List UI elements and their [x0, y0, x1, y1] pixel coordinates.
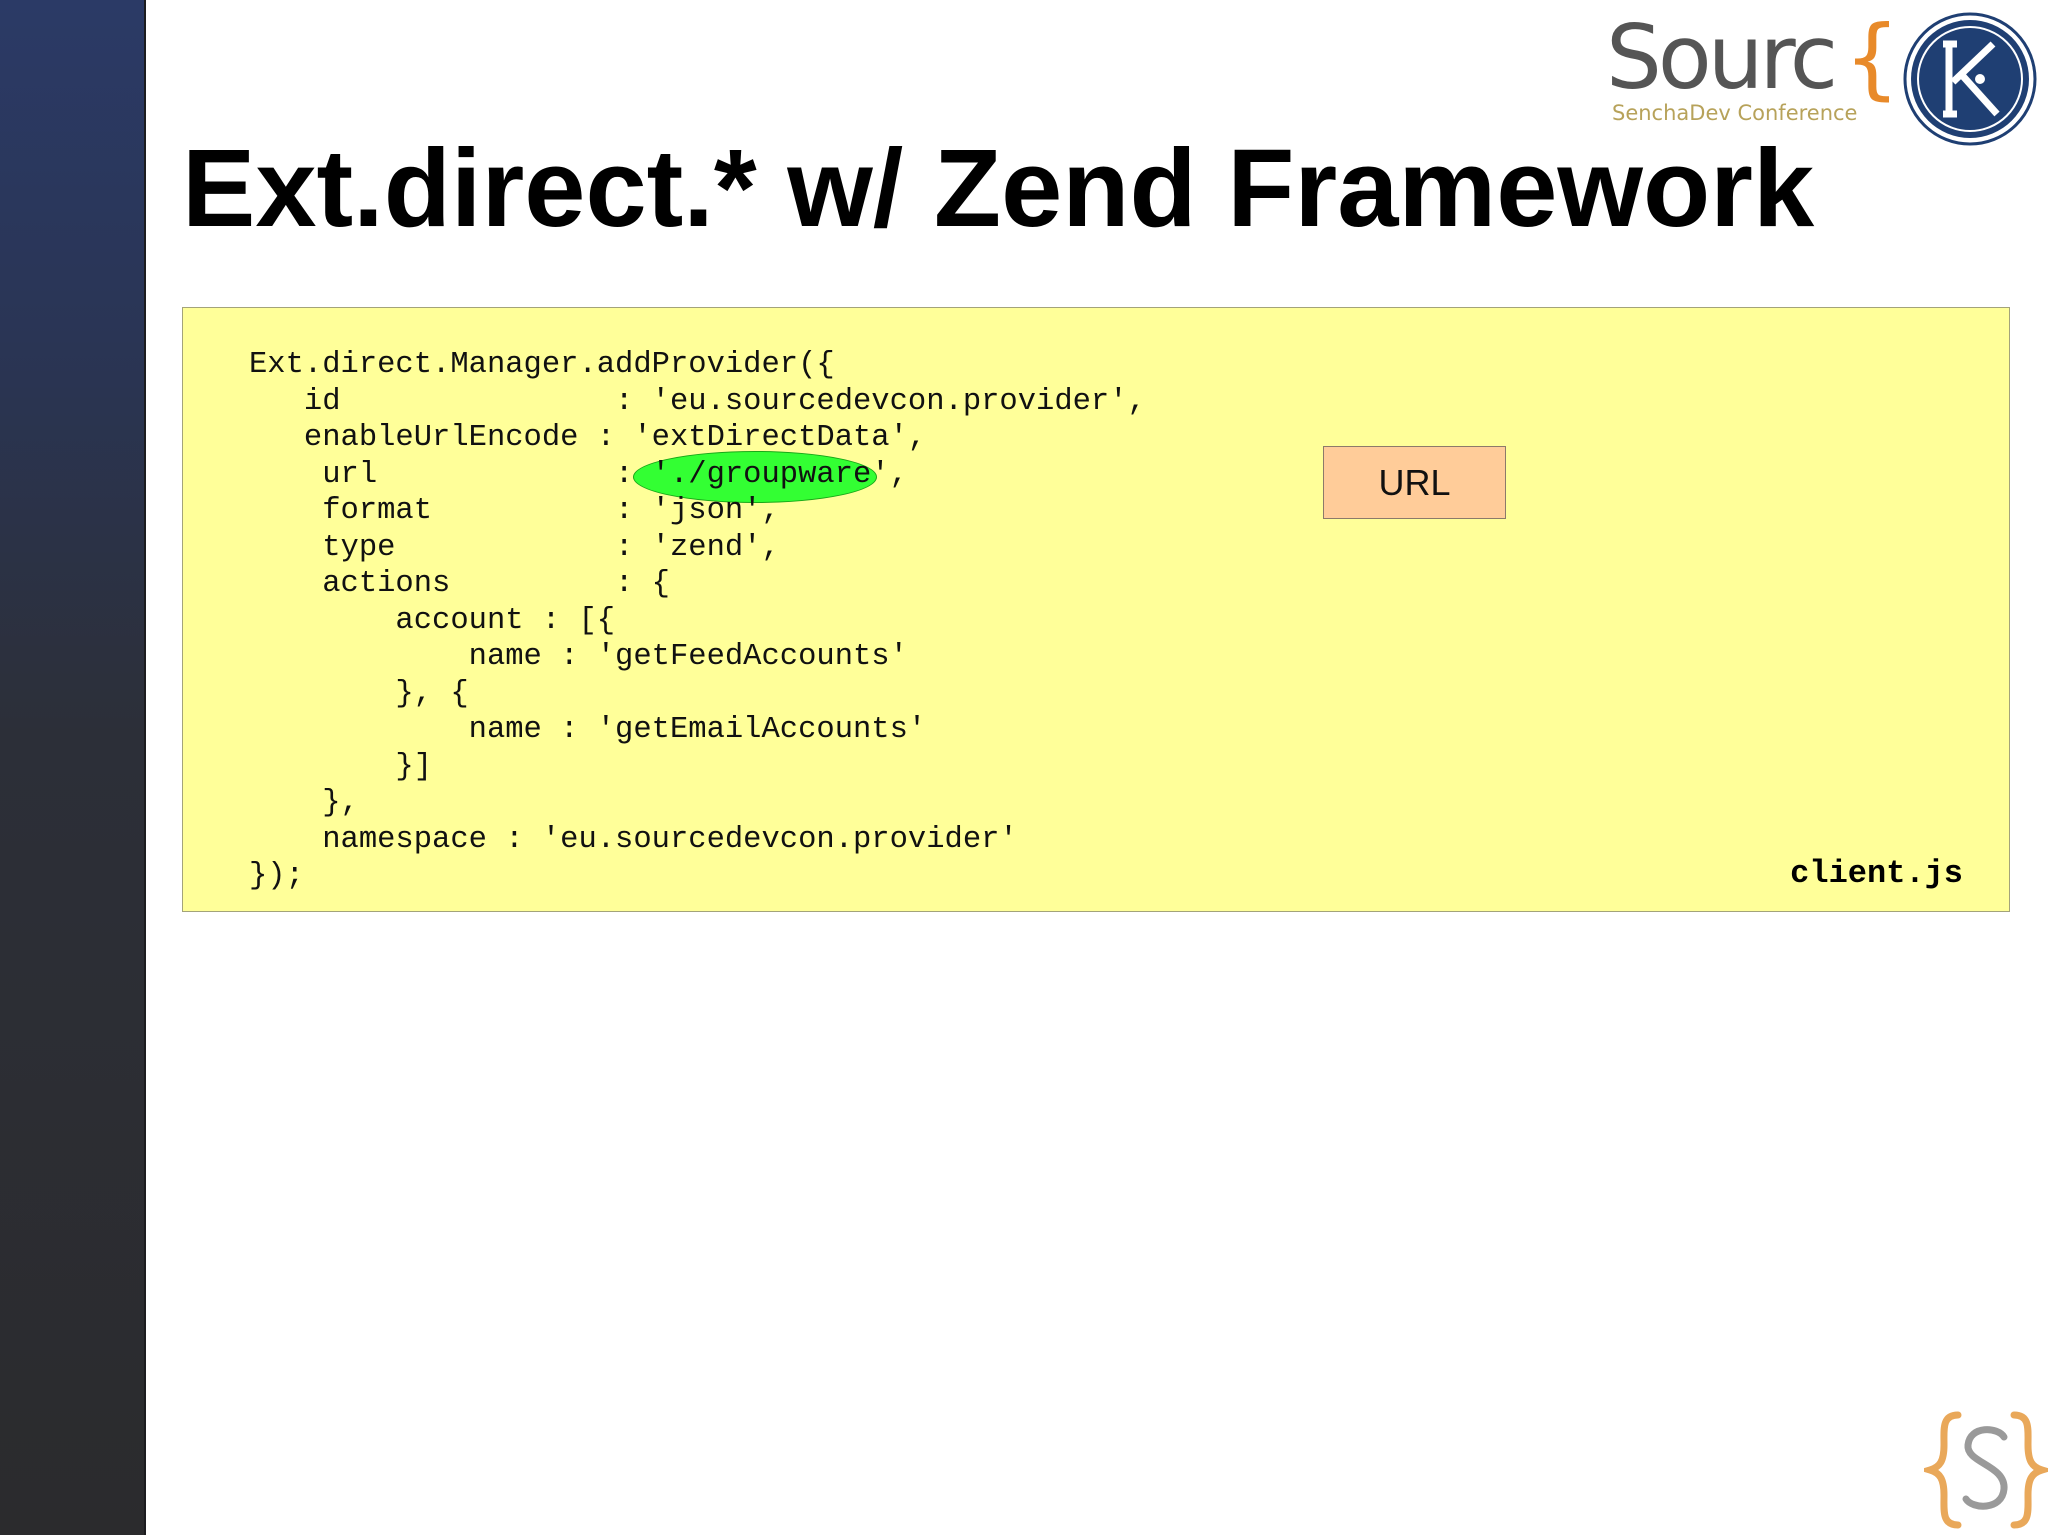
url-callout: URL	[1323, 446, 1506, 519]
conference-logo: Sourc { SenchaDev Conference	[1606, 6, 1900, 126]
code-line: });	[249, 859, 304, 893]
code-line: account : [{	[249, 603, 616, 638]
file-name-label: client.js	[1790, 855, 1963, 892]
code-line: type : 'zend',	[249, 530, 780, 565]
code-line: namespace : 'eu.sourcedevcon.provider'	[249, 822, 1018, 857]
code-line: id : 'eu.sourcedevcon.provider',	[249, 384, 1146, 419]
code-line: name : 'getEmailAccounts'	[249, 713, 927, 747]
url-highlight	[633, 451, 877, 503]
s-brace-icon	[1924, 1411, 2048, 1529]
code-line: url : './groupware',	[249, 457, 908, 492]
code-line: enableUrlEncode : 'extDirectData',	[249, 421, 927, 455]
code-block: Ext.direct.Manager.addProvider({ id : 'e…	[249, 347, 1146, 895]
code-line: }, {	[249, 676, 469, 711]
logo-wordmark: Sourc	[1606, 6, 1838, 109]
code-line: actions : {	[249, 567, 670, 601]
left-sidebar-band	[0, 0, 146, 1535]
k-seal-icon	[1903, 12, 2037, 146]
code-line: name : 'getFeedAccounts'	[249, 640, 908, 674]
logo-brace: {	[1844, 6, 1900, 109]
code-line: format : 'json',	[249, 494, 780, 528]
logo-subtitle: SenchaDev Conference	[1612, 101, 1858, 125]
code-line: }]	[249, 749, 433, 784]
code-line: Ext.direct.Manager.addProvider({	[249, 348, 835, 382]
code-panel: Ext.direct.Manager.addProvider({ id : 'e…	[182, 307, 2010, 912]
slide-title: Ext.direct.* w/ Zend Framework	[182, 127, 1815, 250]
code-line: },	[249, 786, 359, 820]
